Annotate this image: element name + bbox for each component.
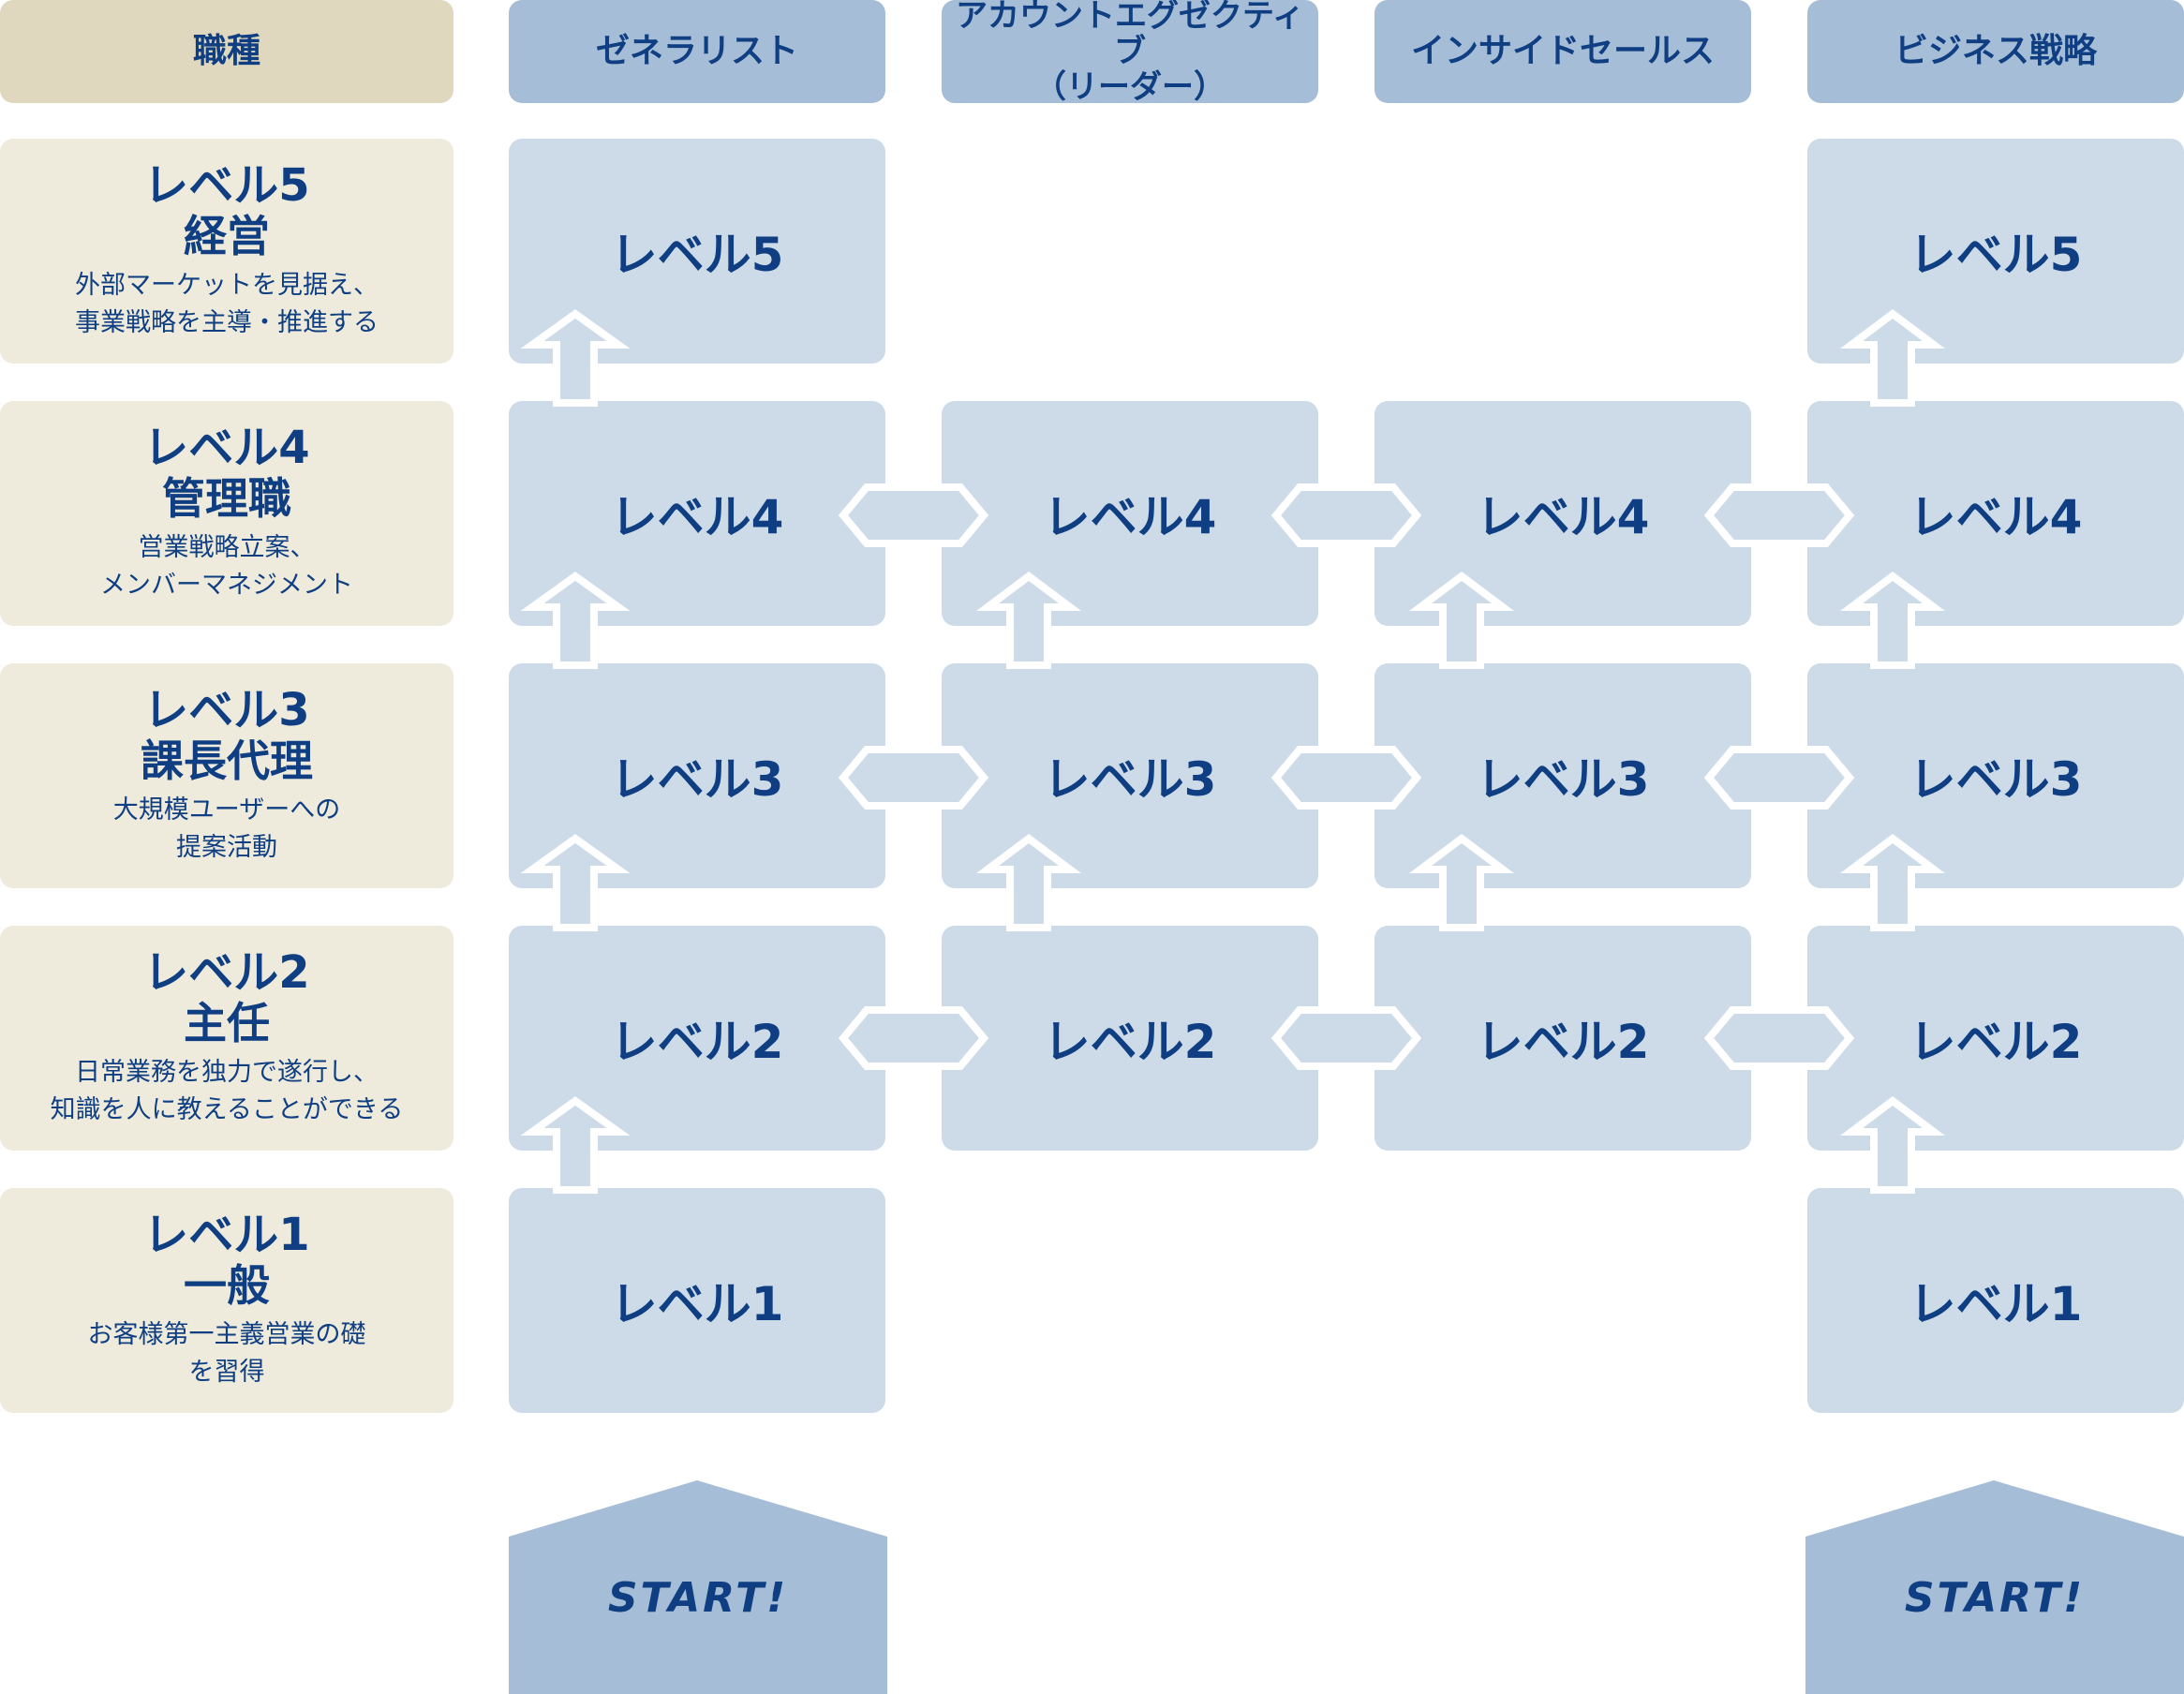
role-description: 外部マーケットを見据え、 事業戦略を主導・推進する [75,271,379,337]
start-label-generalist: START! [607,1573,789,1622]
up-arrow-inside-sales-3 [1409,834,1514,931]
level-5-description-box: レベル5 経営 外部マーケットを見据え、 事業戦略を主導・推進する [0,139,453,364]
up-arrow-generalist-5 [520,309,631,407]
double-arrow-level-4-2 [1270,483,1422,547]
header-inside-sales: インサイドセールス [1374,0,1751,103]
inside-sales-level-4: レベル4 [1374,401,1751,626]
generalist-level-1: レベル1 [509,1188,885,1413]
double-arrow-level-4-1 [838,483,989,547]
double-arrow-level-3-1 [838,746,989,810]
double-arrow-level-3-2 [1270,746,1422,810]
generalist-level-4: レベル4 [509,401,885,626]
header-business-strategy: ビジネス戦略 [1807,0,2184,103]
level-3-description-box: レベル3 課長代理 大規模ユーザーへの 提案活動 [0,663,453,888]
header-account-executive: アカウントエグゼクティブ （リーダー） [942,0,1318,105]
double-arrow-level-2-1 [838,1006,989,1070]
role-description: 営業戦略立案、 メンバーマネジメント [100,533,353,600]
up-arrow-generalist-3 [520,834,631,931]
header-job-type: 職種 [0,0,453,103]
role-title: 主任 [184,998,270,1048]
role-title: 課長代理 [141,736,313,786]
start-marker-business-strategy [1805,1480,2184,1694]
business-strategy-level-1: レベル1 [1807,1188,2184,1413]
double-arrow-level-2-3 [1703,1006,1855,1070]
level-1-description-box: レベル1 一般 お客様第一主義営業の礎 を習得 [0,1188,453,1413]
level-title: レベル2 [143,946,310,999]
up-arrow-generalist-2 [520,1096,631,1194]
role-title: 経営 [184,211,270,261]
inside-sales-level-3: レベル3 [1374,663,1751,888]
up-arrow-business-strategy-5 [1840,309,1945,407]
role-title: 管理職 [162,473,291,524]
up-arrow-business-strategy-3 [1840,834,1945,931]
role-description: 日常業務を独力で遂行し、 知識を人に教えることができる [50,1058,404,1124]
level-2-description-box: レベル2 主任 日常業務を独力で遂行し、 知識を人に教えることができる [0,926,453,1151]
account-executive-level-4: レベル4 [942,401,1318,626]
account-executive-level-2: レベル2 [942,926,1318,1151]
double-arrow-level-4-3 [1703,483,1855,547]
up-arrow-account-executive-4 [976,572,1081,669]
start-label-business-strategy: START! [1904,1573,2086,1622]
level-title: レベル3 [143,684,310,736]
double-arrow-level-3-3 [1703,746,1855,810]
inside-sales-level-2: レベル2 [1374,926,1751,1151]
role-description: 大規模ユーザーへの 提案活動 [112,795,341,862]
level-4-description-box: レベル4 管理職 営業戦略立案、 メンバーマネジメント [0,401,453,626]
up-arrow-generalist-4 [520,572,631,669]
double-arrow-level-2-2 [1270,1006,1422,1070]
level-title: レベル1 [143,1209,310,1261]
account-executive-level-3: レベル3 [942,663,1318,888]
header-generalist: ゼネラリスト [509,0,885,103]
up-arrow-account-executive-3 [976,834,1081,931]
level-title: レベル4 [143,422,310,474]
up-arrow-business-strategy-4 [1840,572,1945,669]
role-description: お客様第一主義営業の礎 を習得 [87,1320,366,1387]
up-arrow-business-strategy-2 [1840,1096,1945,1194]
up-arrow-inside-sales-4 [1409,572,1514,669]
role-title: 一般 [184,1260,270,1311]
level-title: レベル5 [143,159,310,212]
start-marker-generalist [509,1480,887,1694]
